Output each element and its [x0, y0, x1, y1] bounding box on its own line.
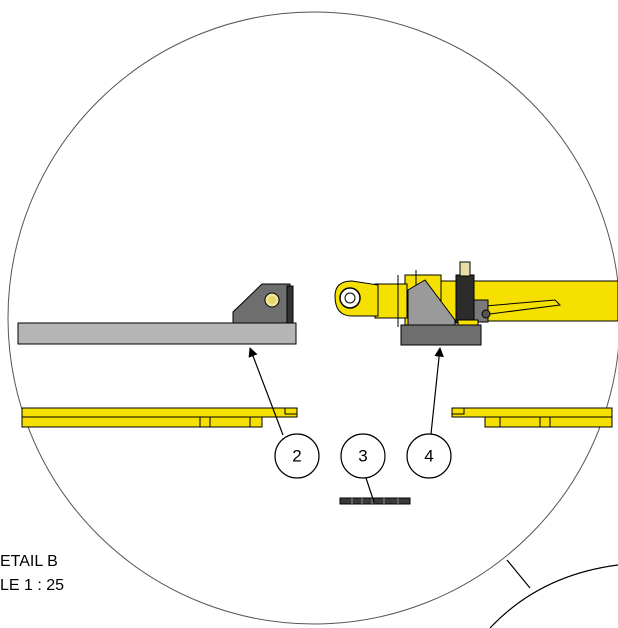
leader-3 — [365, 477, 375, 503]
detail-boundary-circle — [7, 11, 618, 625]
base-beam-part — [17, 283, 297, 345]
cylinder-mount-part — [400, 261, 491, 346]
yellow-rail-left — [21, 407, 298, 428]
spacer-plate-part — [339, 497, 411, 505]
balloon-3-label: 3 — [358, 446, 367, 465]
adjacent-view-leader — [506, 559, 531, 589]
balloon-4: 4 — [406, 433, 452, 479]
yellow-rail-right — [451, 407, 613, 428]
balloon-2-label: 2 — [292, 446, 301, 465]
leader-2 — [248, 347, 284, 436]
balloon-3: 3 — [340, 433, 386, 479]
leader-4 — [430, 347, 444, 435]
detail-scale: LE 1 : 25 — [0, 577, 64, 594]
balloon-2: 2 — [274, 433, 320, 479]
detail-name: ETAIL B — [0, 553, 58, 570]
balloon-4-label: 4 — [424, 446, 433, 465]
adjacent-view-circle-arc — [489, 564, 618, 628]
